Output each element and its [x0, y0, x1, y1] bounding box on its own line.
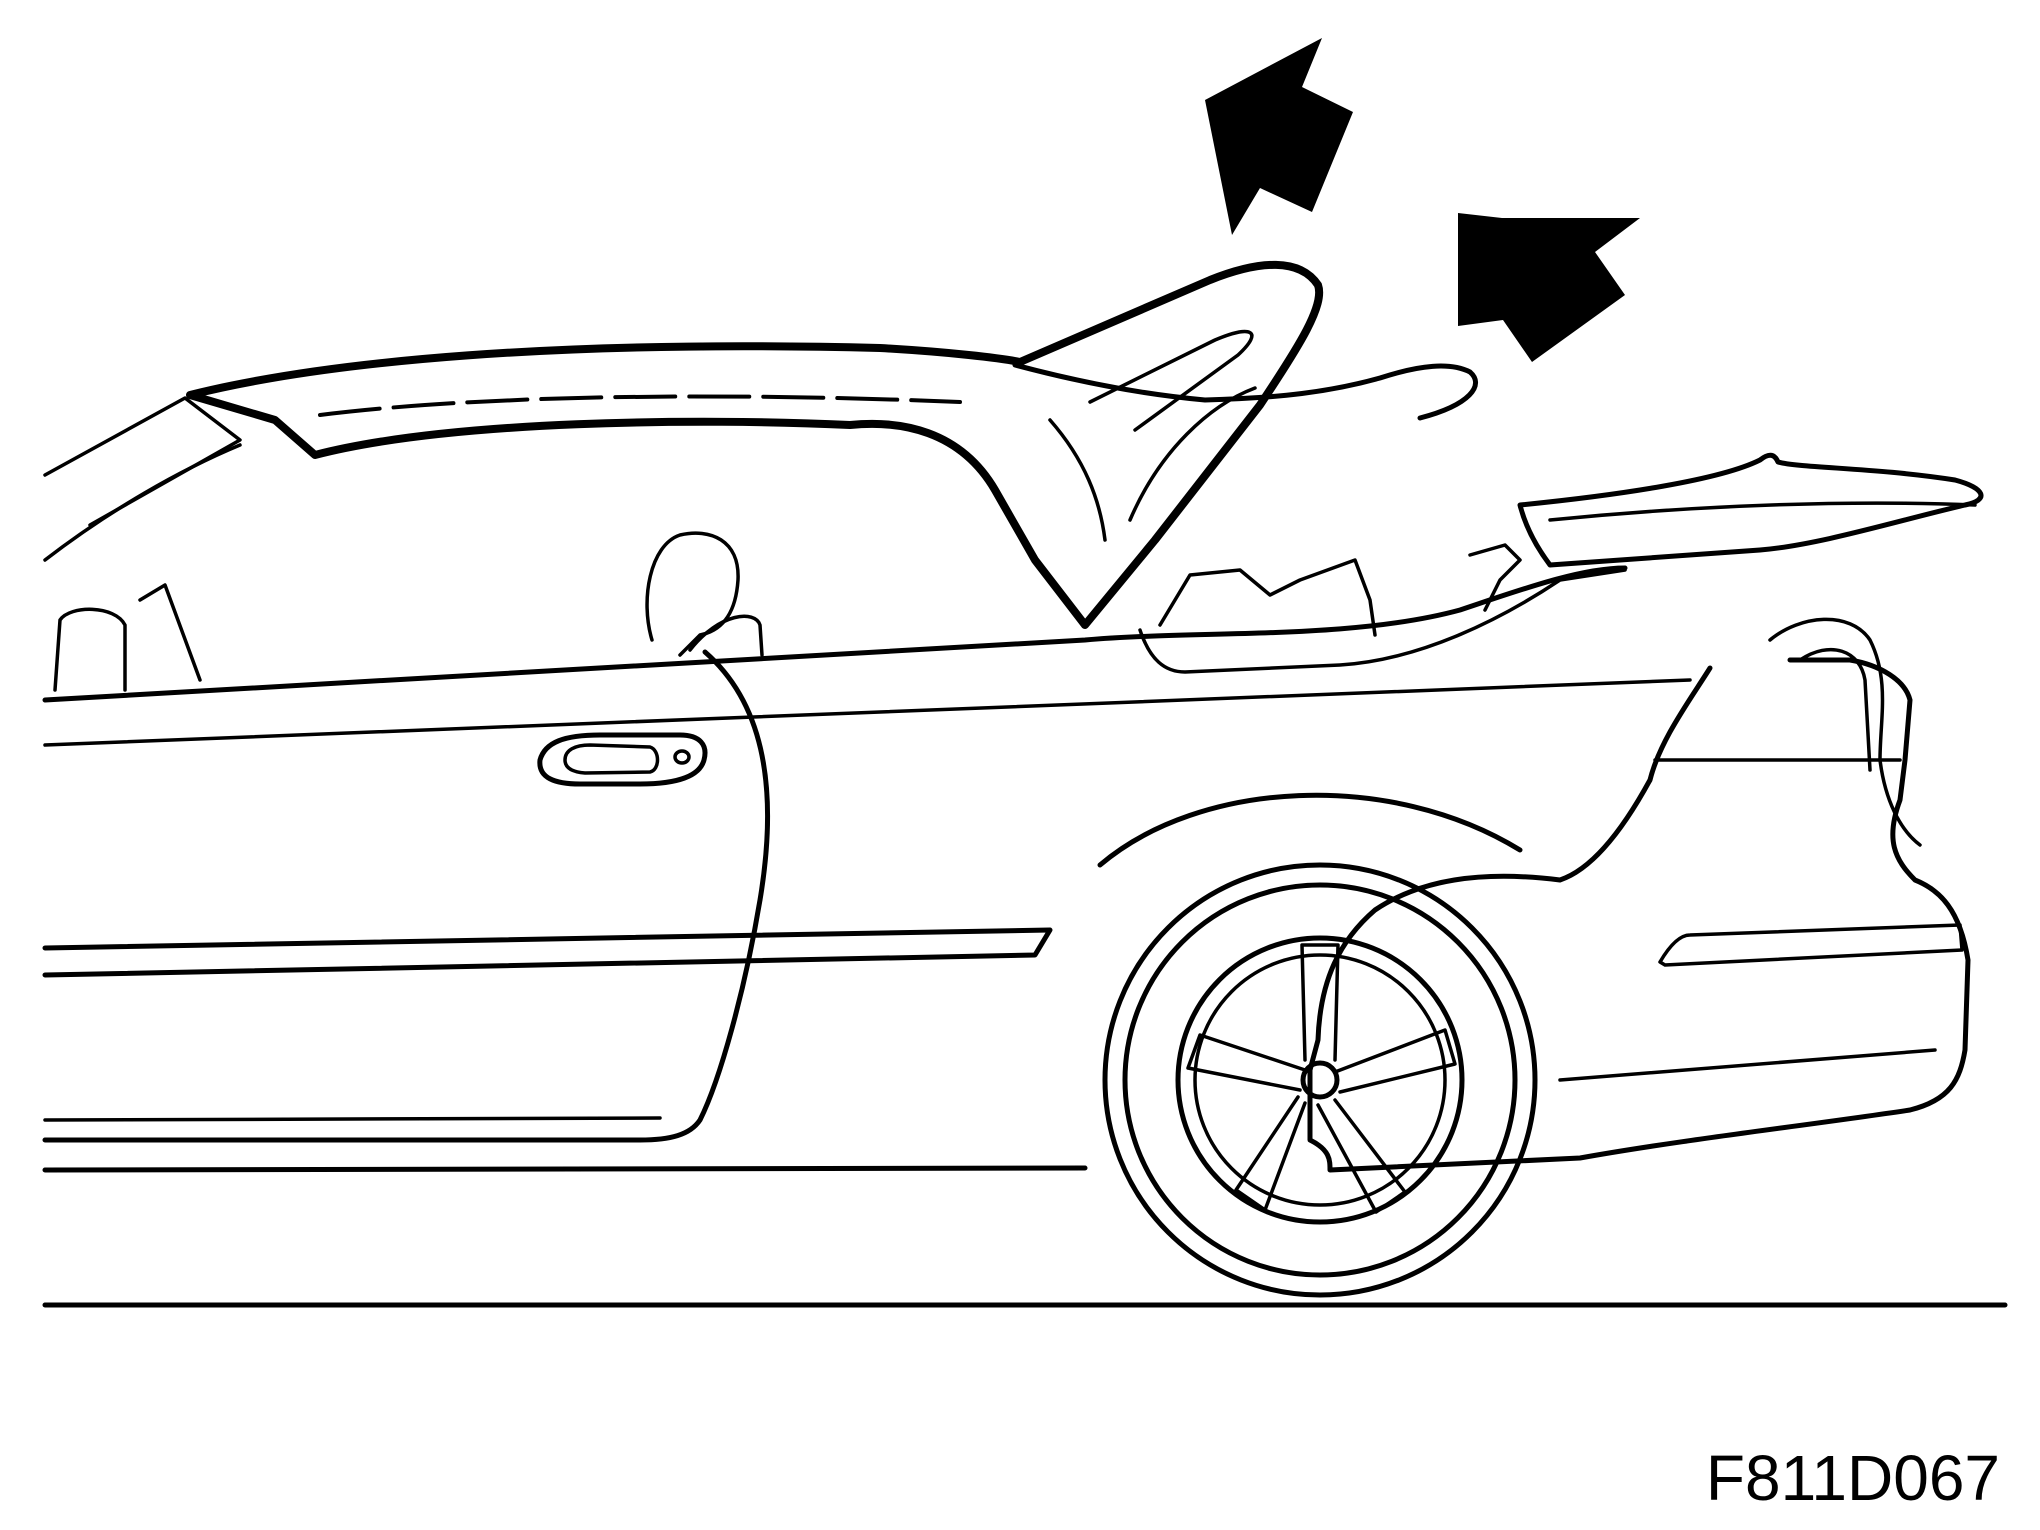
body-top-line: [43, 678, 1692, 747]
rear-lower: [1558, 1048, 1937, 1082]
rocker-line: [42, 1165, 1088, 1173]
wheel-spokes: [1186, 943, 1457, 1214]
belt-line: [42, 565, 1628, 703]
spoke: [1234, 1095, 1307, 1212]
top-seam: [318, 394, 962, 417]
front-seat-back: [688, 614, 764, 657]
door-handle: [537, 732, 708, 787]
windshield-pillar: [138, 583, 202, 682]
tail-light-inner: [1798, 648, 1872, 772]
direction-arrows: [1205, 38, 1640, 362]
figure-code: F811D067: [1705, 1442, 2000, 1514]
rear-marker: [1658, 923, 1964, 967]
spoke: [1316, 1098, 1407, 1214]
top-window-frame: [1088, 329, 1254, 432]
rear-bow-inner: [1048, 418, 1107, 542]
door-lock: [673, 749, 691, 765]
rocker-line-upper: [43, 1116, 662, 1122]
trunk-hinge: [1468, 543, 1522, 612]
fender-arc-top: [1097, 792, 1523, 868]
trunk-lid-outline: [1517, 452, 1984, 568]
rear-wheel: [1102, 862, 1538, 1298]
rim-inner: [1193, 953, 1447, 1207]
spoke: [1300, 943, 1340, 1062]
side-molding: [42, 927, 1053, 978]
tire: [1122, 882, 1518, 1278]
windshield-frame-lower: [43, 443, 242, 562]
rear-deck-frame: [1138, 568, 1627, 674]
trunk-lid: [1468, 452, 1984, 612]
trunk-lid-edge: [1548, 501, 1977, 522]
door-cut: [42, 649, 771, 1143]
top-window-frame-inner: [1128, 386, 1257, 522]
rear-quarter: [1307, 657, 1971, 1173]
wheel-arch: [1102, 862, 1538, 1298]
soft-top: [43, 260, 1478, 629]
wheel-hub: [1300, 1060, 1340, 1100]
rim-outer: [1175, 935, 1465, 1225]
tail-light: [1768, 617, 1922, 847]
car-body: [42, 565, 1971, 1173]
rear-seat: [1158, 558, 1377, 637]
arrow-up-left-icon: [1205, 38, 1353, 235]
arrow-up-right-icon: [1458, 213, 1640, 362]
spoke: [1186, 1033, 1307, 1092]
spoke: [1333, 1028, 1457, 1094]
interior: [53, 531, 1627, 692]
door-handle-inner: [563, 743, 660, 775]
door-handle-outer: [537, 732, 708, 787]
dash-seat: [53, 607, 127, 692]
rear-bow: [1012, 362, 1478, 421]
windshield-frame: [43, 396, 242, 527]
top-outer-edge: [186, 260, 1324, 629]
front-headrest: [645, 531, 740, 657]
